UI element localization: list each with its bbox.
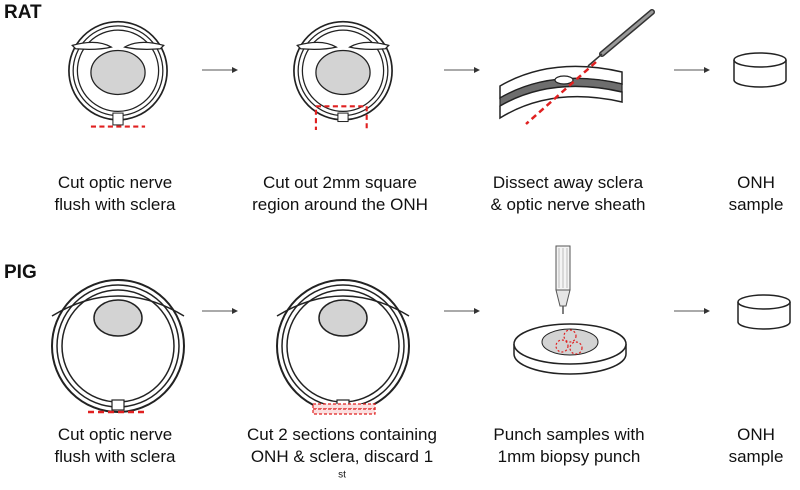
rat-dissect-sclera-diagram <box>492 6 662 126</box>
rat-label: RAT <box>4 2 42 23</box>
pig-onh-sample-cylinder <box>734 292 794 332</box>
pig-label: PIG <box>4 262 37 283</box>
pig-eye-cut-nerve-diagram <box>38 268 198 418</box>
rat-arrow-2 <box>444 65 480 75</box>
rat-eye-square-cut-diagram <box>263 20 423 130</box>
rat-step-3-caption: Dissect away sclera& optic nerve sheath <box>490 173 646 214</box>
pig-eye-sections-diagram <box>263 268 423 418</box>
pig-arrow-2 <box>444 306 480 316</box>
rat-arrow-1 <box>202 65 238 75</box>
pig-arrow-1 <box>202 306 238 316</box>
rat-onh-sample-cylinder <box>730 50 790 90</box>
rat-arrow-3 <box>674 65 710 75</box>
rat-eye-cut-nerve-diagram <box>38 20 198 130</box>
pig-arrow-3 <box>674 306 710 316</box>
pig-biopsy-punch-diagram <box>500 244 640 394</box>
pig-step-2-caption: Cut 2 sections containing ONH & sclera, … <box>247 425 437 481</box>
